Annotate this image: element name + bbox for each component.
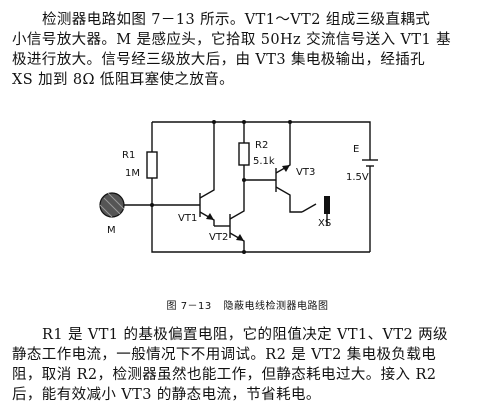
sensor-label: M bbox=[107, 225, 116, 236]
r1-label: R1 bbox=[122, 150, 135, 161]
top-rail-wire bbox=[152, 121, 371, 160]
vt3-collector bbox=[275, 186, 302, 213]
r2-label: R2 bbox=[255, 140, 268, 151]
vt1-label: VT1 bbox=[178, 213, 197, 224]
body-line: 后，能有效减小 VT3 的静态电流，节省耗电。 bbox=[12, 387, 321, 403]
vt3-label: VT3 bbox=[296, 167, 315, 178]
junction-dot bbox=[212, 120, 216, 124]
bottom-rail-wire bbox=[151, 205, 370, 253]
figure-title: 隐蔽电线检测器电路图 bbox=[223, 301, 329, 312]
circuit-diagram: R1 1M M VT1 VT2 R2 5.1k VT3 XS E 1.5V bbox=[99, 120, 378, 254]
intro-line: 极进行放大。信号经三级放大后，由 VT3 集电极输出，经插孔 bbox=[12, 52, 426, 68]
body-paragraph: R1 是 VT1 的基极偏置电阻，它的阻值决定 VT1、VT2 两级 静态工作电… bbox=[12, 325, 490, 405]
vt2-collector bbox=[229, 180, 245, 220]
sensor-hatch bbox=[99, 192, 125, 218]
jack-label: XS bbox=[318, 218, 331, 229]
figure-caption: 图 7－13 隐蔽电线检测器电路图 bbox=[0, 297, 495, 312]
figure-number: 图 7－13 bbox=[166, 301, 212, 312]
jack-icon bbox=[324, 196, 330, 214]
intro-paragraph: 检测器电路如图 7－13 所示。VT1～VT2 组成三级直耦式 小信号放大器。M… bbox=[12, 10, 490, 90]
battery-label: E bbox=[353, 144, 359, 155]
junction-dot bbox=[242, 120, 246, 124]
battery-value-label: 1.5V bbox=[346, 172, 369, 183]
vt1-collector bbox=[199, 122, 215, 199]
r2-resistor bbox=[238, 142, 250, 166]
r2-value-label: 5.1k bbox=[253, 156, 275, 167]
body-line: 静态工作电流，一般情况下不用调试。R2 是 VT2 集电极负载电 bbox=[12, 347, 437, 363]
vt2-arrow-icon bbox=[236, 234, 244, 241]
jack-contact bbox=[301, 203, 317, 213]
vt2-emitter bbox=[229, 232, 245, 252]
intro-line: 检测器电路如图 7－13 所示。VT1～VT2 组成三级直耦式 bbox=[42, 12, 431, 28]
r1-resistor bbox=[146, 151, 158, 179]
intro-line: 小信号放大器。M 是感应头，它拾取 50Hz 交流信号送入 VT1 基 bbox=[12, 32, 451, 48]
junction-dot bbox=[242, 250, 246, 254]
vt1-arrow-icon bbox=[206, 213, 214, 220]
vt3-arrow-icon bbox=[282, 165, 290, 172]
r1-value-label: 1M bbox=[125, 168, 140, 179]
body-line: R1 是 VT1 的基极偏置电阻，它的阻值决定 VT1、VT2 两级 bbox=[42, 327, 448, 343]
junction-dot bbox=[288, 120, 292, 124]
body-line: 阻，取消 R2，检测器虽然也能工作，但静态耗电过大。接入 R2 bbox=[12, 367, 437, 383]
vt2-label: VT2 bbox=[209, 232, 228, 243]
intro-line: XS 加到 8Ω 低阻耳塞使之放音。 bbox=[12, 72, 235, 88]
